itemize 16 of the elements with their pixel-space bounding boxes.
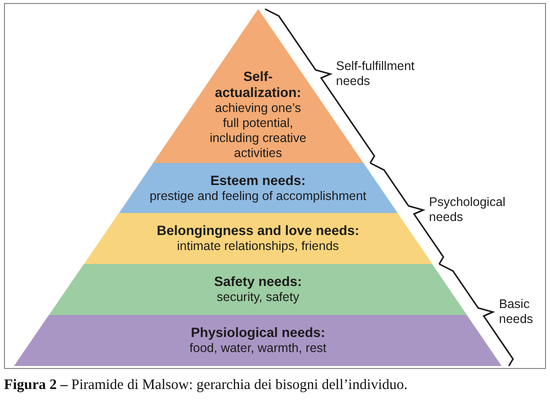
tier-heading: Esteem needs: [209, 172, 306, 188]
group-label: Self-fulfillment needs [336, 59, 416, 89]
tier-description: food, water, warmth, rest [188, 341, 327, 356]
tier-description: achieving one’s full potential, including creative activities [208, 101, 307, 161]
group-label: Basic needs [499, 297, 534, 327]
tier-description: prestige and feeling of accomplishment [148, 188, 367, 204]
group-label: Psychological needs [429, 195, 506, 225]
tier-description: security, safety [216, 290, 300, 305]
pyramid-tier [118, 163, 398, 213]
tier-heading: Self-actualization: [214, 69, 302, 101]
figure-caption: Figura 2 – Piramide di Malsow: gerarchia dei bisogni dell’individuo. [4, 377, 408, 394]
pyramid-tier [49, 264, 467, 315]
tier-heading: Safety needs: [213, 274, 302, 290]
tier-heading: Physiological needs: [190, 325, 326, 341]
tier-heading: Belongingness and love needs: [156, 223, 360, 239]
tier-description: intimate relationships, friends [176, 239, 340, 254]
